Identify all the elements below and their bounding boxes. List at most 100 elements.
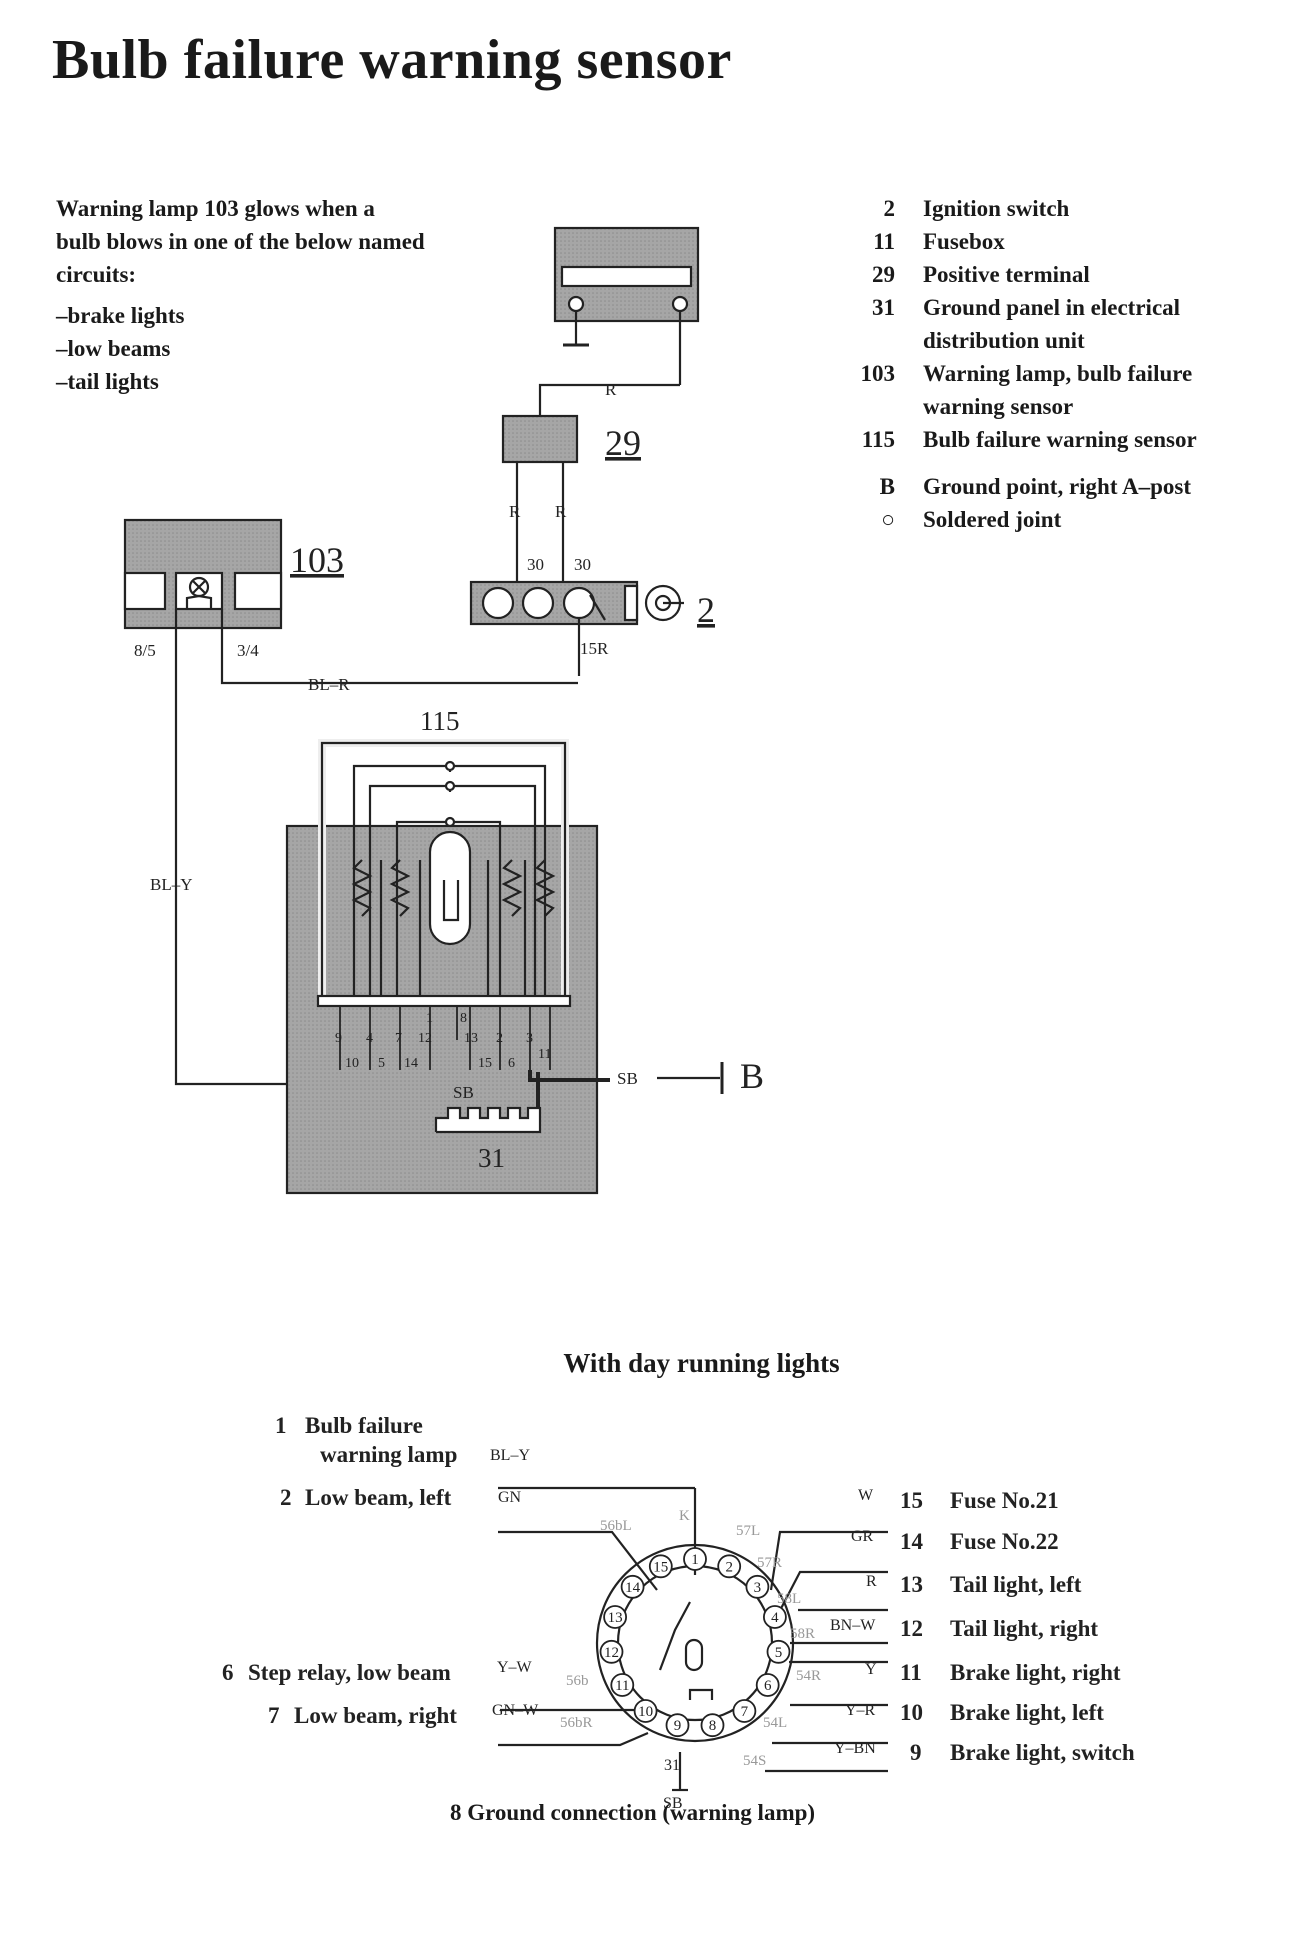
- connector-pin: [700, 1713, 725, 1738]
- drl-left-text: warning lamp: [320, 1442, 457, 1467]
- wire-label: SB: [453, 1083, 474, 1102]
- sensor-pin-label: 2: [496, 1031, 503, 1046]
- connector-pin-number: 6: [764, 1678, 772, 1694]
- drl-right-number: 10: [900, 1700, 923, 1725]
- drl-left-text: Low beam, right: [294, 1703, 457, 1728]
- pin-code: 57R: [757, 1555, 782, 1571]
- drl-right-text: Brake light, right: [950, 1660, 1121, 1685]
- legend-number: 11: [873, 229, 895, 254]
- wire-color: Y–BN: [834, 1740, 876, 1757]
- wire-label: R: [509, 502, 521, 521]
- pin-code: 56b: [566, 1673, 589, 1689]
- pin-code: 56bL: [600, 1518, 632, 1534]
- wire-label: SB: [617, 1069, 638, 1088]
- legend-text: Soldered joint: [923, 507, 1062, 532]
- legend-text: Ground point, right A–post: [923, 474, 1191, 499]
- connector-pin-number: 2: [725, 1559, 733, 1575]
- connector-pin-number: 1: [691, 1552, 699, 1568]
- drl-left-number: 1: [275, 1413, 287, 1438]
- drl-right-number: 13: [900, 1572, 923, 1597]
- component-number: B: [740, 1056, 764, 1096]
- terminal-label: 15R: [580, 639, 609, 658]
- drl-left-number: 2: [280, 1485, 292, 1510]
- connector-pin: [603, 1605, 627, 1629]
- drl-left-number: 7: [268, 1703, 280, 1728]
- pin-code: 57L: [736, 1523, 760, 1539]
- drl-right-number: 9: [910, 1740, 922, 1765]
- drl-left-text: Step relay, low beam: [248, 1660, 451, 1685]
- pin-label: 8/5: [134, 641, 156, 660]
- pin-code: K: [679, 1508, 690, 1524]
- circuit-item: –tail lights: [56, 369, 159, 394]
- sensor-pin-label: 8: [460, 1011, 467, 1026]
- warning-lamp: [123, 518, 283, 630]
- connector-pin: [683, 1547, 707, 1571]
- connector-pin: [763, 1605, 787, 1629]
- sensor-pin-label: 4: [366, 1031, 373, 1046]
- drl-right-number: 12: [900, 1616, 923, 1641]
- legend-number: 115: [861, 427, 895, 452]
- wire-label: BL–Y: [150, 875, 193, 894]
- sensor-pin-label: 7: [395, 1031, 402, 1046]
- pin-code: 54L: [763, 1715, 787, 1731]
- component-number: 2: [697, 590, 715, 630]
- wire-color: GN–W: [492, 1702, 539, 1719]
- wire-color: BL–Y: [490, 1447, 530, 1464]
- pin-code: 54S: [743, 1753, 766, 1769]
- legend-number: 2: [883, 196, 896, 221]
- connector-pin: [732, 1699, 757, 1723]
- connector-pin-number: 5: [775, 1645, 783, 1661]
- ignition-switch: [469, 580, 684, 626]
- legend-text: Positive terminal: [923, 262, 1090, 287]
- connector-pin: [717, 1554, 742, 1579]
- drl-left-text: Bulb failure: [305, 1413, 423, 1438]
- legend-text: Bulb failure warning sensor: [923, 427, 1197, 452]
- connector-pin-number: 15: [653, 1559, 668, 1575]
- circuit-item: –brake lights: [56, 303, 185, 328]
- connector-pin-number: 9: [674, 1718, 682, 1734]
- sensor-pin-label: 15: [478, 1056, 492, 1071]
- sensor-pin-label: 5: [378, 1056, 385, 1071]
- connector-pin: [745, 1574, 770, 1599]
- legend-row: B Ground point, right A–post: [835, 470, 1243, 503]
- legend-symbol: B: [879, 474, 895, 499]
- drl-right-text: Brake light, left: [950, 1700, 1104, 1725]
- sensor-pin-label: 13: [464, 1031, 478, 1046]
- sensor-pin-label: 14: [404, 1056, 418, 1071]
- intro-line: circuits:: [56, 262, 137, 287]
- connector-pin-number: 10: [638, 1704, 653, 1720]
- pin-code: 58R: [790, 1626, 815, 1642]
- connector-pin-number: 3: [754, 1580, 762, 1596]
- pin-label: 3/4: [237, 641, 259, 660]
- sensor-pin-label: 1: [426, 1011, 433, 1026]
- drl-right-text: Fuse No.21: [950, 1488, 1059, 1513]
- drl-right-text: Fuse No.22: [950, 1529, 1059, 1554]
- wire-color: BN–W: [830, 1617, 876, 1634]
- pin-code: SB: [663, 1795, 683, 1812]
- sensor-pin-label: 9: [335, 1031, 342, 1046]
- legend-text: Warning lamp, bulb failure warning senso…: [923, 361, 1193, 419]
- wire-color: Y–R: [845, 1702, 876, 1719]
- pin-code: 31: [664, 1757, 680, 1774]
- connector-pin: [620, 1574, 645, 1599]
- circuit-list: –brake lights –low beams –tail lights: [56, 299, 425, 398]
- component-number: 29: [605, 423, 641, 463]
- drl-right-number: 14: [900, 1529, 924, 1554]
- drl-footer-note: 8 Ground connection (warning lamp): [450, 1800, 816, 1825]
- legend-number: 103: [860, 361, 896, 386]
- connector-pin: [648, 1554, 673, 1579]
- intro-text: Warning lamp 103 glows when a bulb blows…: [56, 192, 425, 398]
- legend-row: 103 Warning lamp, bulb failure warning se…: [835, 357, 1243, 423]
- connector-pin: [665, 1713, 690, 1738]
- connector-pin-number: 14: [625, 1580, 641, 1596]
- drl-right-number: 11: [900, 1660, 922, 1685]
- connector-pin-number: 7: [741, 1704, 749, 1720]
- connector-pin-number: 13: [608, 1610, 623, 1626]
- intro-line: Warning lamp 103 glows when a: [56, 196, 375, 221]
- drl-connector: [498, 1486, 888, 1792]
- wire-color: GN: [498, 1489, 522, 1506]
